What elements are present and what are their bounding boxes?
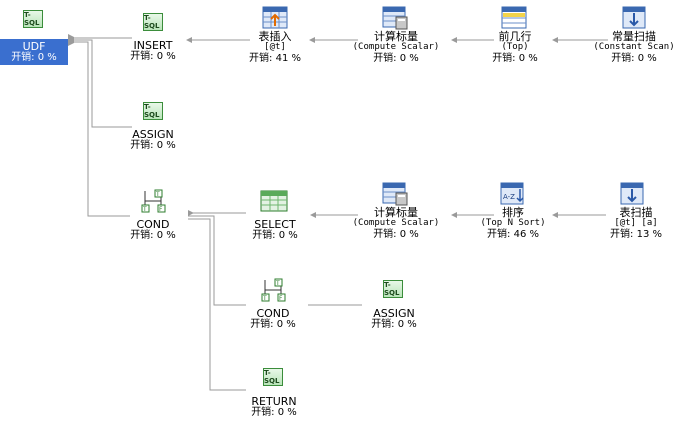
node-cond-1-cost: 开销: 0 % [130,230,176,241]
node-table-scan-name: 表扫描 [619,206,653,219]
node-compute-scalar-1-sub: (Compute Scalar) [352,42,440,52]
node-return-name: RETURN [251,395,297,408]
node-assign-2-cost: 开销: 0 % [371,319,417,330]
node-assign-2[interactable]: ASSIGN 开销: 0 % [358,308,430,330]
node-compute-scalar-2-name: 计算标量 [374,206,418,219]
node-compute-scalar-1[interactable]: 计算标量 (Compute Scalar) 开销: 0 % [340,31,452,64]
svg-text:T: T [142,206,147,213]
tsql-icon[interactable]: T-SQL [143,13,163,31]
node-assign-1-name: ASSIGN [132,128,174,141]
cond-icon[interactable]: T T F [141,188,167,214]
node-sort-name: 排序 [502,206,524,219]
svg-text:F: F [279,295,283,302]
node-compute-scalar-2[interactable]: 计算标量 (Compute Scalar) 开销: 0 % [340,207,452,240]
node-udf[interactable]: UDF 开销: 0 % [0,41,68,63]
node-udf-selection[interactable] [0,39,68,65]
node-sort-sub: (Top N Sort) [480,218,546,228]
table-insert-icon[interactable] [261,4,289,30]
arrow-udf [68,34,74,46]
sort-icon[interactable]: A-Z [499,180,527,206]
node-insert-cost: 开销: 0 % [130,51,176,62]
node-top-sub: (Top) [501,42,529,52]
node-assign-1[interactable]: ASSIGN 开销: 0 % [118,129,188,151]
node-udf-name: UDF [22,40,46,53]
node-compute-scalar-1-name: 计算标量 [374,30,418,43]
node-select[interactable]: SELECT 开销: 0 % [238,219,312,241]
node-table-scan[interactable]: 表扫描 [@t] [a] 开销: 13 % [596,207,676,240]
tsql-icon[interactable]: T-SQL [263,368,283,386]
cond-icon[interactable]: T T F [261,277,287,303]
node-assign-2-name: ASSIGN [373,307,415,320]
node-sort-cost: 开销: 46 % [487,229,539,240]
node-insert-name: INSERT [133,39,173,52]
node-cond-1-name: COND [136,218,170,231]
tsql-icon[interactable]: T-SQL [143,102,163,120]
tsql-icon[interactable]: T-SQL [383,280,403,298]
svg-text:T: T [275,280,280,287]
node-udf-cost: 开销: 0 % [11,52,57,63]
node-select-cost: 开销: 0 % [252,230,298,241]
node-constant-scan[interactable]: 常量扫描 (Constant Scan) 开销: 0 % [584,31,684,64]
compute-scalar-icon[interactable] [381,180,409,206]
connector-cond1-return [188,218,246,391]
compute-scalar-icon[interactable] [381,4,409,30]
tsql-icon[interactable]: T-SQL [23,10,43,28]
node-assign-1-cost: 开销: 0 % [130,140,176,151]
node-constant-scan-cost: 开销: 0 % [611,53,657,64]
node-table-insert-name: 表插入 [258,30,292,43]
connector-cond1-cond2 [188,215,246,306]
svg-text:T: T [262,295,267,302]
node-return[interactable]: RETURN 开销: 0 % [238,396,310,418]
table-scan-icon[interactable] [619,180,645,206]
node-table-insert[interactable]: 表插入 [@t] 开销: 41 % [235,31,315,64]
node-cond-2-cost: 开销: 0 % [250,319,296,330]
node-top-cost: 开销: 0 % [492,53,538,64]
node-compute-scalar-1-cost: 开销: 0 % [373,53,419,64]
node-compute-scalar-2-cost: 开销: 0 % [373,229,419,240]
constant-scan-icon[interactable] [621,4,647,30]
top-icon[interactable] [500,4,528,30]
node-select-name: SELECT [254,218,296,231]
svg-text:T: T [155,191,160,198]
node-compute-scalar-2-sub: (Compute Scalar) [352,218,440,228]
node-constant-scan-name: 常量扫描 [612,30,656,43]
select-icon[interactable] [259,188,289,214]
svg-text:F: F [159,206,163,213]
node-table-insert-sub: [@t] [264,42,286,52]
node-constant-scan-sub: (Constant Scan) [593,42,675,52]
node-cond-2-name: COND [256,307,290,320]
node-sort[interactable]: 排序 (Top N Sort) 开销: 46 % [470,207,556,240]
node-table-scan-sub: [@t] [a] [614,218,658,228]
node-cond-1[interactable]: COND 开销: 0 % [118,219,188,241]
node-insert[interactable]: INSERT 开销: 0 % [118,40,188,62]
node-return-cost: 开销: 0 % [251,407,297,418]
node-top[interactable]: 前几行 (Top) 开销: 0 % [480,31,550,64]
connector-udf-cond [68,41,130,217]
node-table-scan-cost: 开销: 13 % [610,229,662,240]
svg-text:A-Z: A-Z [503,193,515,201]
node-top-name: 前几行 [498,30,532,43]
connector-udf-assign [68,39,132,128]
node-table-insert-cost: 开销: 41 % [249,53,301,64]
node-cond-2[interactable]: COND 开销: 0 % [238,308,308,330]
